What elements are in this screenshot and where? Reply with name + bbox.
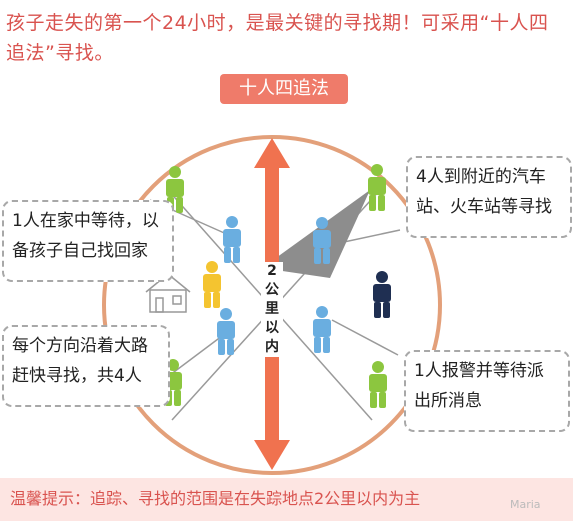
- range-label-char: 内: [265, 339, 279, 355]
- callout-police-reporter: 1人报警并等待派出所消息: [404, 350, 570, 432]
- figure-blue-icon: [313, 306, 331, 353]
- down-arrow: [254, 355, 290, 470]
- up-arrow: [254, 138, 290, 262]
- figure-navy-icon: [373, 271, 391, 318]
- range-label-char: 2: [267, 263, 277, 279]
- range-circle: [102, 135, 442, 475]
- callout-station-searchers: 4人到附近的汽车站、火车站等寻找: [406, 156, 572, 238]
- watermark: Maria: [510, 498, 541, 511]
- figure-blue-icon: [217, 308, 235, 355]
- range-label-char: 公: [265, 282, 279, 298]
- figure-blue-icon: [223, 216, 241, 263]
- headline: 孩子走失的第一个24小时，是最关键的寻找期！可采用“十人四追法”寻找。: [6, 12, 549, 64]
- callout-road-searchers: 每个方向沿着大路赶快寻找，共4人: [2, 325, 170, 407]
- range-label: 2 公 里 以 内: [261, 262, 283, 357]
- figure-yellow-icon: [203, 261, 221, 308]
- method-title-tag: 十人四追法: [220, 74, 348, 104]
- footer-tip: 温馨提示：追踪、寻找的范围是在失踪地点2公里以内为主: [10, 489, 421, 508]
- range-label-char: 以: [265, 320, 279, 336]
- range-label-char: 里: [265, 301, 279, 317]
- callout-home-waiter: 1人在家中等待，以备孩子自己找回家: [2, 200, 174, 282]
- figure-green-icon: [369, 361, 387, 408]
- footer-banner: 温馨提示：追踪、寻找的范围是在失踪地点2公里以内为主: [0, 478, 573, 521]
